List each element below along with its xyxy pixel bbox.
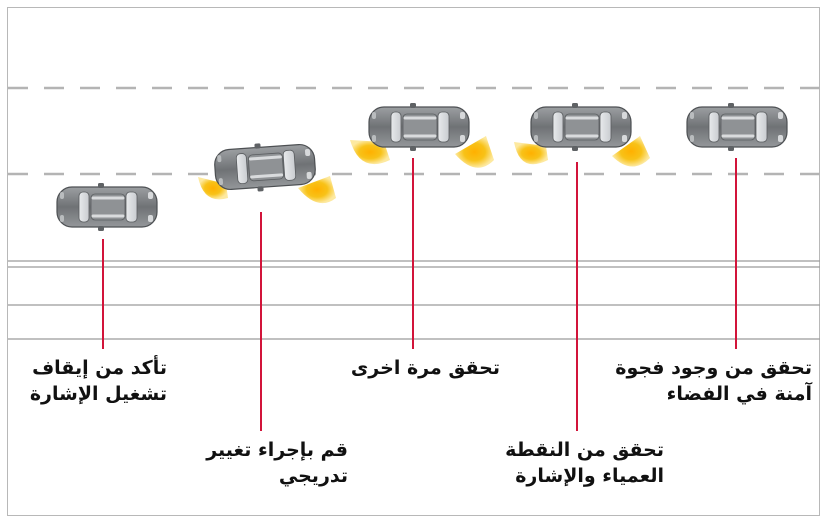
- step-label-2-line1: تحقق من النقطة: [505, 439, 664, 461]
- step-label-2: تحقق من النقطة العمياء والإشارة: [505, 437, 664, 489]
- step-label-5-line2: تشغيل الإشارة: [29, 383, 167, 405]
- step-label-5-line1: تأكد من إيقاف: [32, 357, 167, 379]
- step-label-4-line1: قم بإجراء تغيير: [206, 439, 348, 461]
- step-label-3-line1: تحقق مرة اخرى: [350, 357, 500, 379]
- step-label-1-line1: تحقق من وجود فجوة: [615, 357, 812, 379]
- step-label-4-line2: تدريجي: [278, 465, 348, 487]
- signal-glow: [198, 177, 228, 200]
- car: [529, 101, 633, 153]
- step-label-4: قم بإجراء تغيير تدريجي: [206, 437, 348, 489]
- signal-glow: [455, 136, 494, 168]
- step-label-3: تحقق مرة اخرى: [351, 355, 500, 381]
- step-label-1-line2: آمنة في الفضاء: [666, 383, 812, 405]
- step-label-2-line2: العمياء والإشارة: [515, 465, 664, 487]
- signal-glow: [514, 142, 548, 165]
- car: [367, 101, 471, 153]
- step-label-5: تأكد من إيقاف تشغيل الإشارة: [30, 355, 167, 407]
- car: [685, 101, 789, 153]
- step-label-1: تحقق من وجود فجوة آمنة في الفضاء: [615, 355, 812, 407]
- car: [211, 138, 319, 196]
- signal-glow: [612, 136, 650, 167]
- car: [55, 181, 159, 233]
- signal-glow: [298, 176, 336, 204]
